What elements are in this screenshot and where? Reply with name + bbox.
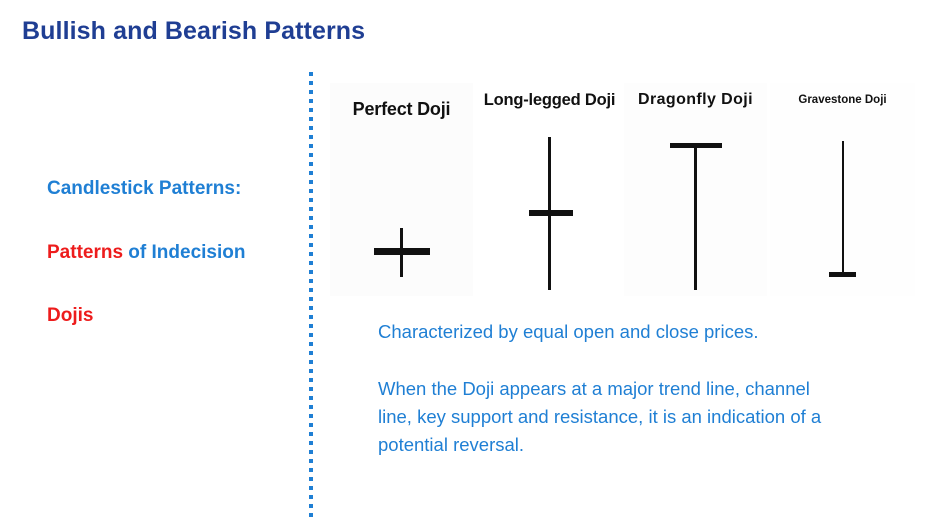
candle-wick [841,141,844,275]
left-heading-candlestick-patterns: Candlestick Patterns: [47,178,242,199]
candle-label-long-legged-doji: Long-legged Doji [483,91,616,109]
vertical-dotted-divider [309,72,313,522]
left-heading-of-indecision-word: of Indecision [123,242,246,263]
candle-panel-perfect-doji: Perfect Doji [330,83,473,296]
left-heading-patterns-word: Patterns [47,242,124,263]
candle-label-gravestone-doji: Gravestone Doji [798,94,887,106]
candle-body-bar [669,143,722,148]
candle-panel-long-legged-doji: Long-legged Doji [478,83,621,296]
candle-body-bar [829,272,856,277]
candle-label-perfect-doji: Perfect Doji [352,99,451,119]
candle-panel-dragonfly-doji: Dragonfly Doji [624,83,767,296]
left-heading-dojis: Dojis [47,305,94,326]
candle-body-bar [373,248,430,255]
body-paragraph-reversal: When the Doji appears at a major trend l… [378,378,822,455]
candle-panel-gravestone-doji: Gravestone Doji [770,83,915,296]
page-title: Bullish and Bearish Patterns [22,17,366,45]
candle-body-bar [528,210,573,216]
candle-label-dragonfly-doji: Dragonfly Doji [638,91,753,108]
candlestick-panel-strip: Perfect Doji Long-legged Doji Dragonfly … [330,83,915,296]
body-paragraph-definition: Characterized by equal open and close pr… [378,321,759,342]
candle-wick [694,143,697,290]
left-heading-patterns-of-indecision: Patterns of Indecision [47,242,245,264]
